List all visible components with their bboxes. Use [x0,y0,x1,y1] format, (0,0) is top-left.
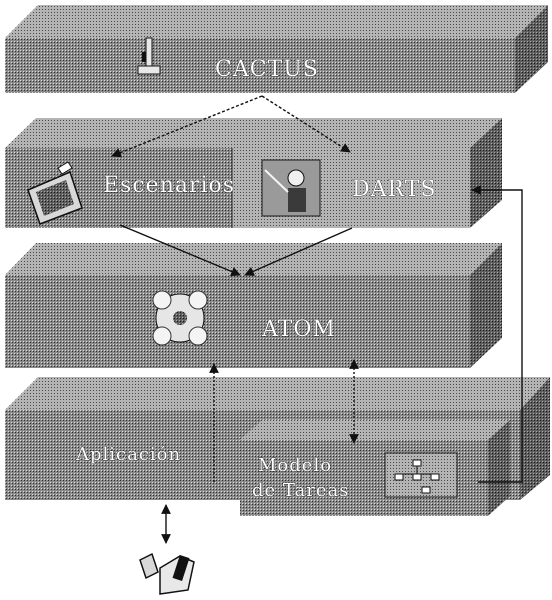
darts-icon [262,160,320,216]
modelo-label: Modelo [258,455,332,476]
tareas-label: de Tareas [252,480,349,501]
escenarios-label: Escenarios [103,173,235,198]
cactus-label: CACTUS [215,57,319,82]
atom-label: ATOM [261,317,336,342]
user-icon [136,553,196,597]
atom-block [5,243,502,368]
middle-block [5,118,502,228]
atom-icon [153,291,207,345]
darts-label: DARTS [352,177,436,202]
aplicacion-label: Aplicación [75,444,181,465]
